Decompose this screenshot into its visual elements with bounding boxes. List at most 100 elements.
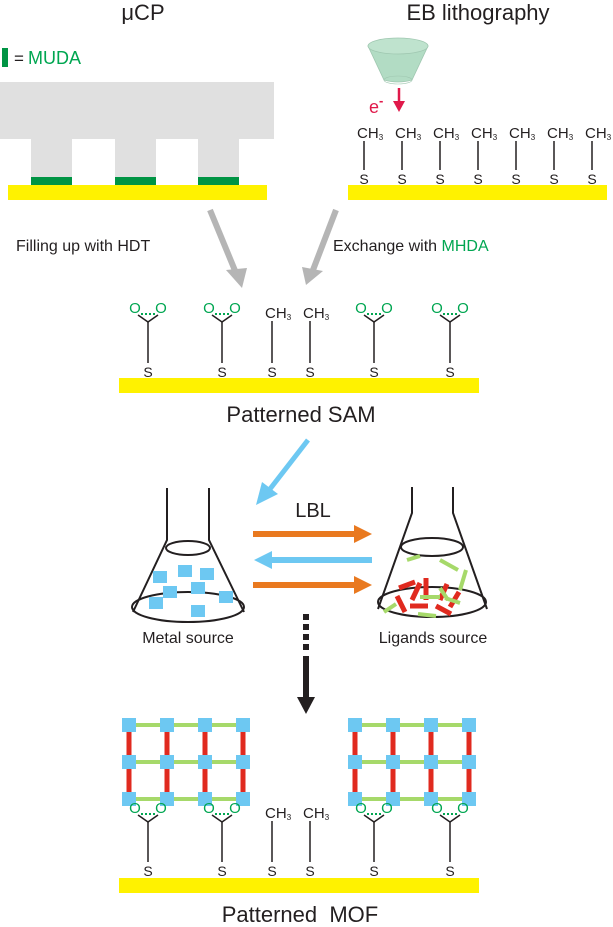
ligand-rod-green [438,586,450,602]
sam-to-metal-arrow [256,438,310,505]
metal-node [160,792,174,806]
sulfur-label: S [549,171,558,187]
metal-node [386,718,400,732]
oxygen-label: O [229,300,241,317]
oxygen-label: O [355,800,367,817]
sulfur-label: S [435,171,444,187]
metal-ion-square [200,568,214,580]
sulfur-label: S [267,863,276,879]
patterned-sam-label: Patterned SAM [226,402,375,427]
oxygen-label: O [129,800,141,817]
lbl-label: LBL [295,500,331,522]
methyl-group-label: CH3 [547,125,574,142]
sulfur-label: S [217,364,226,380]
metal-ions [149,565,233,617]
gold-substrate-ucp [8,185,267,200]
sulfur-label: S [359,171,368,187]
muda-ink-1 [31,177,72,185]
electron-gun-icon [367,37,429,85]
metal-node [424,755,438,769]
fill-arrow [207,208,247,288]
gold-substrate-sam [119,378,479,393]
oxygen-label: O [381,300,393,317]
oxygen-label: O [155,800,167,817]
ligand-rod-green [382,602,398,614]
sulfur-label: S [369,863,378,879]
ligand-rod-red [394,594,408,614]
ligand-rod-green [406,554,421,562]
ligand-rod-red [434,603,453,617]
metal-node [424,718,438,732]
metal-ion-square [153,571,167,583]
muda-legend-label: MUDA [28,48,81,68]
repeat-dots [303,614,309,650]
methyl-group-label: CH3 [265,805,292,822]
methyl-group-label: CH3 [303,305,330,322]
mof-frameworks [122,718,476,806]
gold-substrate-mof [119,878,479,893]
metal-ion-square [191,582,205,594]
metal-node [462,718,476,732]
metal-node [236,718,250,732]
metal-ion-square [149,597,163,609]
sulfur-label: S [397,171,406,187]
metal-node [198,755,212,769]
methyl-group-label: CH3 [509,125,536,142]
methyl-group-label: CH3 [585,125,612,142]
methyl-group-label: CH3 [303,805,330,822]
metal-ion-square [178,565,192,577]
metal-node [236,755,250,769]
sulfur-label: S [445,863,454,879]
metal-node [462,755,476,769]
sulfur-label: S [473,171,482,187]
ligand-rod-red [398,579,416,591]
fill-hdt-label: Filling up with HDT [16,238,150,255]
oxygen-label: O [457,800,469,817]
electron-beam-arrow [393,88,405,112]
methyl-group-label: CH3 [471,125,498,142]
ligand-molecules [382,554,468,618]
sulfur-label: S [143,364,152,380]
oxygen-label: O [155,300,167,317]
sulfur-label: S [143,863,152,879]
metal-node [386,755,400,769]
metal-node [236,792,250,806]
methyl-group-label: CH3 [433,125,460,142]
mof-grid [348,718,476,806]
metal-ion-square [219,591,233,603]
oxygen-label: O [203,300,215,317]
metal-ion-square [163,586,177,598]
sulfur-label: S [217,863,226,879]
muda-legend-swatch [2,48,8,67]
oxygen-label: O [355,300,367,317]
metal-node [348,718,362,732]
pdms-stamp [0,82,274,179]
ligand-rod-red [409,581,423,602]
lbl-arrow-to-ligand-1 [253,525,372,543]
metal-node [122,755,136,769]
metal-node [462,792,476,806]
methyl-group-label: CH3 [395,125,422,142]
ligand-rod-green [439,558,459,572]
metal-node [122,718,136,732]
muda-ink-2 [115,177,156,185]
metal-node [160,755,174,769]
sulfur-label: S [445,364,454,380]
sulfur-label: S [587,171,596,187]
oxygen-label: O [431,800,443,817]
metal-node [348,755,362,769]
sulfur-label: S [305,364,314,380]
